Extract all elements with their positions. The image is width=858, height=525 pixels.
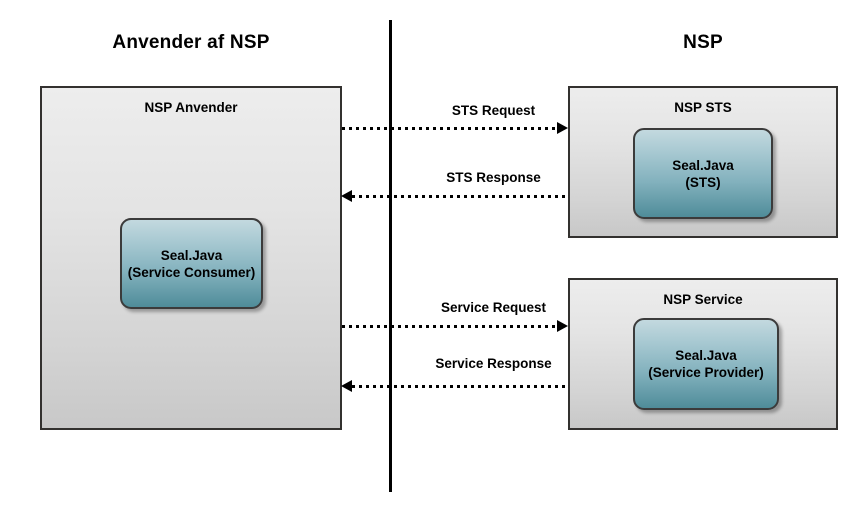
message-label-sts-response: STS Response (446, 170, 541, 185)
container-label-nsp-sts: NSP STS (674, 100, 732, 115)
arrow-head-right-icon (557, 122, 568, 134)
message-label-service-response: Service Response (435, 356, 552, 371)
organisation-boundary-line (389, 20, 392, 492)
arrow-head-right-icon (557, 320, 568, 332)
arrow-head-left-icon (341, 380, 352, 392)
message-label-service-request: Service Request (440, 300, 547, 315)
message-label-sts-request: STS Request (451, 103, 536, 118)
component-name-line2: (STS) (685, 174, 721, 190)
component-seal-java-service-provider: Seal.Java (Service Provider) (633, 318, 779, 410)
component-name-line1: Seal.Java (160, 247, 223, 263)
arrow-head-left-icon (341, 190, 352, 202)
message-line-service-response (352, 385, 568, 388)
component-name-line1: Seal.Java (672, 157, 734, 173)
container-label-nsp-anvender: NSP Anvender (144, 100, 238, 115)
message-line-sts-request (342, 127, 566, 130)
column-title-nsp: NSP (683, 32, 723, 53)
component-name-line1: Seal.Java (675, 348, 737, 363)
container-label-nsp-service: NSP Service (663, 292, 743, 307)
message-line-service-request (342, 325, 566, 328)
component-name-line2: (Service Consumer) (127, 264, 256, 280)
column-title-anvender-af-nsp: Anvender af NSP (112, 32, 270, 53)
message-line-sts-response (352, 195, 568, 198)
component-seal-java-service-consumer: Seal.Java (Service Consumer) (120, 218, 263, 309)
component-seal-java-sts: Seal.Java (STS) (633, 128, 773, 219)
component-name-line2: (Service Provider) (648, 365, 764, 380)
